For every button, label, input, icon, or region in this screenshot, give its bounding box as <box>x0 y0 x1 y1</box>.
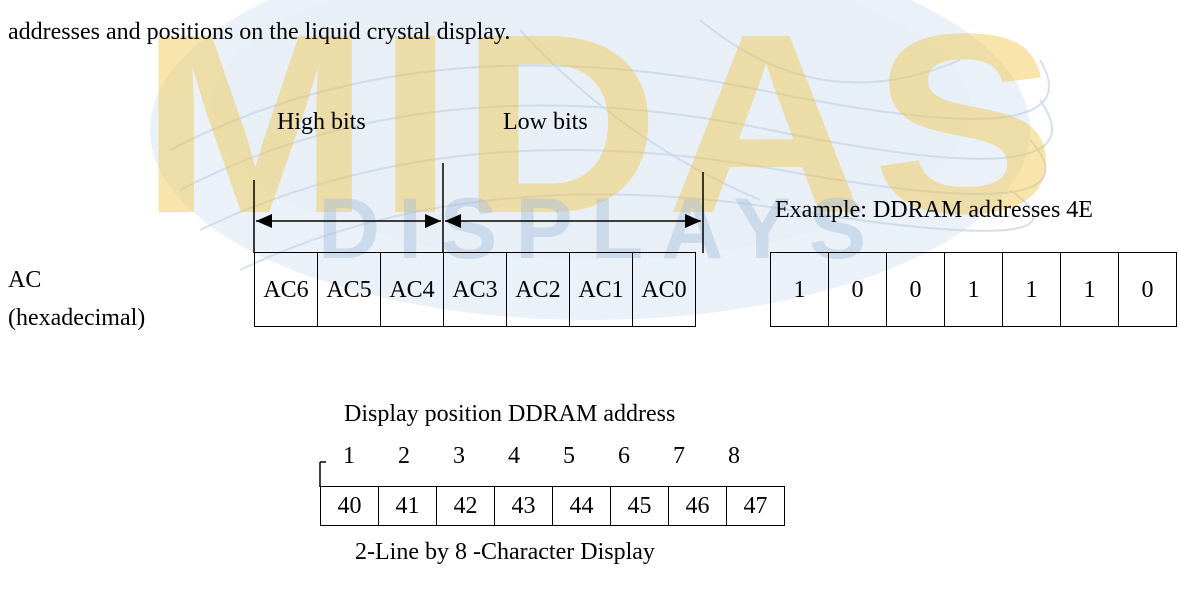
display-position: 5 <box>563 443 575 469</box>
example-bit-table: 1 0 0 1 1 1 0 <box>770 252 1177 327</box>
display-position: 3 <box>453 443 465 469</box>
high-bits-label: High bits <box>277 109 366 135</box>
ddram-address-cell: 44 <box>552 486 611 526</box>
ddram-address-cell: 41 <box>378 486 437 526</box>
example-bit-cell: 1 <box>1002 252 1061 327</box>
ac-bit-cell: AC2 <box>506 252 570 327</box>
display-position: 2 <box>398 443 410 469</box>
ac-label-hexadecimal: (hexadecimal) <box>8 305 146 331</box>
example-label: Example: DDRAM addresses 4E <box>775 197 1093 223</box>
ddram-address-cell: 46 <box>668 486 727 526</box>
ac-bit-cell: AC1 <box>569 252 633 327</box>
ddram-address-cell: 45 <box>610 486 669 526</box>
ddram-address-cell: 42 <box>436 486 495 526</box>
example-bit-cell: 1 <box>1060 252 1119 327</box>
example-bit-cell: 0 <box>886 252 945 327</box>
display-position: 7 <box>673 443 685 469</box>
intro-text: addresses and positions on the liquid cr… <box>8 19 511 45</box>
ac-bit-cell: AC5 <box>317 252 381 327</box>
example-bit-cell: 1 <box>770 252 829 327</box>
ac-bit-cell: AC3 <box>443 252 507 327</box>
ac-bit-cell: AC4 <box>380 252 444 327</box>
ddram-address-cell: 47 <box>726 486 785 526</box>
ac-bit-cell: AC0 <box>632 252 696 327</box>
display-map-caption: 2-Line by 8 -Character Display <box>355 539 655 565</box>
example-bit-cell: 1 <box>944 252 1003 327</box>
display-position: 1 <box>343 443 355 469</box>
ddram-address-cell: 43 <box>494 486 553 526</box>
display-position: 8 <box>728 443 740 469</box>
ac-bit-table: AC6 AC5 AC4 AC3 AC2 AC1 AC0 <box>254 252 696 327</box>
display-position: 4 <box>508 443 520 469</box>
ac-label: AC <box>8 267 42 293</box>
display-map-header: Display position DDRAM address <box>344 401 676 427</box>
ac-bit-cell: AC6 <box>254 252 318 327</box>
ddram-address-table: 40 41 42 43 44 45 46 47 <box>320 486 785 526</box>
example-bit-cell: 0 <box>1118 252 1177 327</box>
ddram-address-cell: 40 <box>320 486 379 526</box>
display-position: 6 <box>618 443 630 469</box>
low-bits-label: Low bits <box>503 109 588 135</box>
example-bit-cell: 0 <box>828 252 887 327</box>
